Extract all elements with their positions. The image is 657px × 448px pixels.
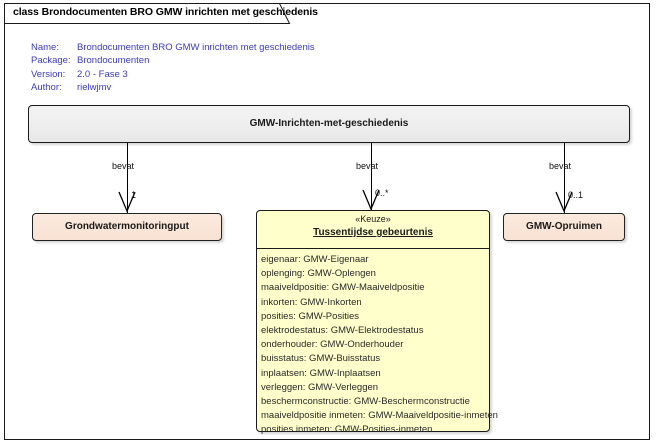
metadata-row-version: Version: 2.0 - Fase 3 (31, 68, 315, 81)
keuze-attribute-row: oplenging: GMW-Oplengen (261, 268, 376, 280)
title-tab-shape (4, 3, 291, 24)
arrowhead-icon-2 (362, 189, 380, 211)
keuze-header: «Keuze» Tussentijdse gebeurtenis (257, 211, 489, 249)
keuze-attribute-row: onderhouder: GMW-Onderhouder (261, 339, 404, 351)
keuze-attribute-row: inkorten: GMW-Inkorten (261, 296, 362, 308)
class-name-tussentijdse-gebeurtenis: Tussentijdse gebeurtenis (313, 227, 433, 238)
arrowhead-icon-1 (118, 191, 136, 213)
arrowhead-icon-3 (555, 191, 573, 213)
connector-multiplicity-1: 1 (131, 190, 137, 200)
keuze-attribute-row: maaiveldpositie: GMW-Maaiveldpositie (261, 282, 425, 294)
metadata-row-name: Name: Brondocumenten BRO GMW inrichten me… (31, 41, 315, 54)
class-box-grondwatermonitoringput[interactable]: Grondwatermonitoringput (32, 213, 222, 241)
metadata-key-version: Version: (31, 68, 66, 80)
class-box-gmw-inrichten-met-geschiedenis[interactable]: GMW-Inrichten-met-geschiedenis (28, 105, 630, 143)
metadata-key-package: Package: (31, 55, 71, 67)
metadata-value-package: Brondocumenten (77, 55, 150, 67)
metadata-value-author: rielwjmv (77, 81, 112, 93)
metadata-key-name: Name: (31, 42, 59, 53)
keuze-attribute-row: elektrodestatus: GMW-Elektrodestatus (261, 324, 424, 336)
keuze-attribute-row: posities: GMW-Posities (261, 310, 360, 322)
keuze-attribute-row: eigenaar: GMW-Eigenaar (261, 254, 369, 265)
connector-line-1 (127, 143, 128, 213)
keuze-attribute-row: posities inmeten: GMW-Posities-inmeten (261, 424, 433, 436)
connector-label-3: bevat (549, 161, 572, 171)
connector-line-2 (371, 143, 372, 211)
connector-label-2: bevat (356, 161, 379, 171)
metadata-row-author: Author: rielwjmv (31, 81, 315, 94)
connector-multiplicity-3: 0..1 (568, 190, 584, 200)
connector-line-3 (564, 143, 565, 213)
class-name-root: GMW-Inrichten-met-geschiedenis (249, 118, 409, 129)
connector-label-1: bevat (112, 161, 135, 171)
keuze-attribute-row: inplaatsen: GMW-Inplaatsen (261, 367, 381, 379)
class-name-gmw-opruimen: GMW-Opruimen (526, 221, 602, 232)
metadata-row-package: Package: Brondocumenten (31, 54, 315, 67)
diagram-title: class Brondocumenten BRO GMW inrichten m… (13, 6, 318, 18)
class-name-grondwatermonitoringput: Grondwatermonitoringput (65, 221, 189, 232)
class-stereotype-keuze: «Keuze» (355, 214, 391, 224)
keuze-attribute-row: buisstatus: GMW-Buisstatus (261, 353, 381, 365)
connector-multiplicity-2: 0..* (375, 188, 389, 198)
keuze-attribute-list: eigenaar: GMW-Eigenaar oplenging: GMW-Opl… (257, 249, 498, 437)
class-box-tussentijdse-gebeurtenis[interactable]: «Keuze» Tussentijdse gebeurtenis eigenaa… (256, 210, 498, 435)
keuze-attribute-row: beschermconstructie: GMW-Beschermconstru… (261, 395, 470, 407)
diagram-metadata: Name: Brondocumenten BRO GMW inrichten me… (31, 41, 315, 94)
metadata-value-name: Brondocumenten BRO GMW inrichten met ges… (77, 42, 315, 53)
keuze-attribute-row: maaiveldpositie inmeten: GMW-Maaiveldpos… (261, 410, 498, 422)
class-box-gmw-opruimen[interactable]: GMW-Opruimen (503, 213, 625, 241)
keuze-attribute-row: verleggen: GMW-Verleggen (261, 381, 379, 393)
metadata-value-version: 2.0 - Fase 3 (77, 68, 128, 80)
metadata-key-author: Author: (31, 81, 62, 93)
